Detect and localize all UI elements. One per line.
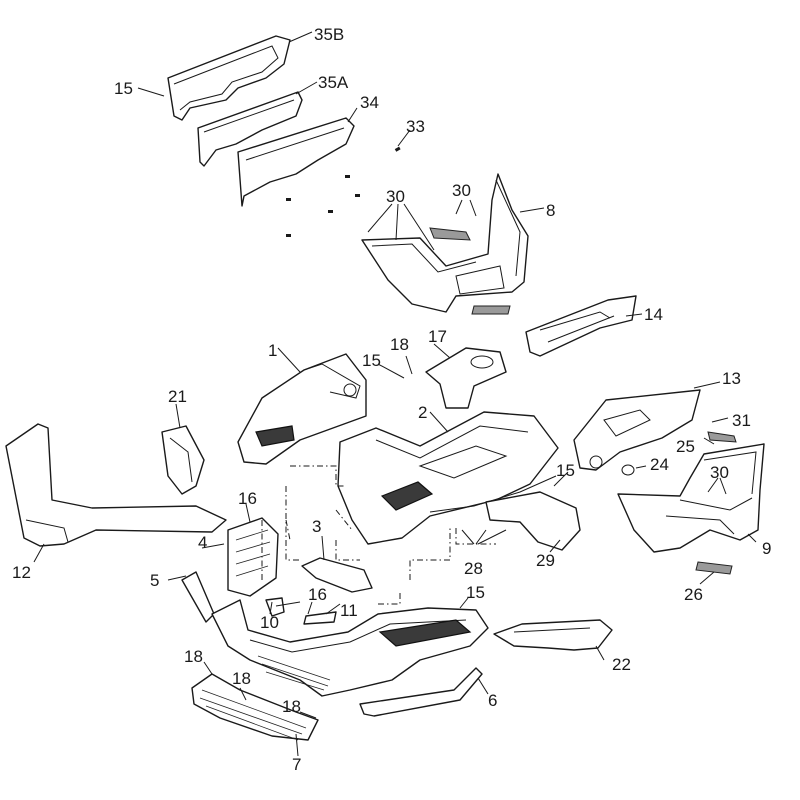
callout-30-mid: 30	[452, 181, 471, 200]
callout-21: 21	[168, 387, 187, 406]
part-13-rear-side-panel	[573, 389, 701, 471]
callout-10: 10	[260, 613, 279, 632]
callout-22: 22	[612, 655, 631, 674]
part-22-side-panel	[493, 619, 613, 651]
callout-30-right: 30	[710, 463, 729, 482]
callout-3: 3	[312, 517, 321, 536]
assembly-phantom-lines	[261, 465, 496, 605]
callout-labels: 35B 15 35A 34 33 30 30 8 14 18 17 15 1 2…	[12, 25, 771, 774]
part-24-o-ring	[621, 464, 635, 476]
callout-16-top: 16	[238, 489, 257, 508]
callout-28: 28	[464, 559, 483, 578]
callout-12: 12	[12, 563, 31, 582]
callout-11: 11	[340, 601, 358, 620]
part-1-front-upper-cover	[237, 353, 367, 465]
callout-6: 6	[488, 691, 497, 710]
part-17-cover	[425, 347, 507, 409]
part-5-strip	[181, 571, 215, 623]
callout-29: 29	[536, 551, 555, 570]
part-35a-gasket	[197, 91, 303, 167]
callout-13: 13	[722, 369, 741, 388]
part-6-guard	[359, 667, 483, 717]
part-11-bracket	[303, 611, 337, 625]
callout-1: 1	[268, 341, 277, 360]
callout-2: 2	[418, 403, 427, 422]
callout-18-bottom: 18	[282, 697, 301, 716]
part-2-main-body-cover	[337, 411, 581, 551]
part-3-plate	[301, 557, 373, 593]
callout-18-top: 18	[390, 335, 409, 354]
callout-26: 26	[684, 585, 703, 604]
callout-18-left: 18	[184, 647, 203, 666]
callout-34: 34	[360, 93, 379, 112]
callout-16-bottom: 16	[308, 585, 327, 604]
callout-31: 31	[732, 411, 751, 430]
callout-30-left: 30	[386, 187, 405, 206]
part-14-footrest-bracket	[525, 295, 637, 357]
part-12-seat	[5, 423, 227, 547]
callout-24: 24	[650, 455, 669, 474]
part-31-bracket	[707, 431, 737, 443]
part-8-fender	[361, 173, 529, 315]
callout-4: 4	[198, 533, 207, 552]
callout-35a: 35A	[318, 73, 349, 92]
part-34-side-panel	[237, 117, 355, 207]
callout-25: 25	[676, 437, 695, 456]
callout-17: 17	[428, 327, 447, 346]
callout-15-top: 15	[114, 79, 133, 98]
callout-15-mid: 15	[362, 351, 381, 370]
part-9-rear-fender	[617, 443, 765, 575]
callout-5: 5	[150, 571, 159, 590]
callout-7: 7	[292, 755, 301, 774]
callout-18-mid: 18	[232, 669, 251, 688]
part-21-deflector	[161, 425, 205, 495]
callout-15-bottom: 15	[466, 583, 485, 602]
part-4-grille-frame	[227, 517, 279, 597]
part-35b-side-cover	[167, 35, 291, 121]
callout-14: 14	[644, 305, 663, 324]
part-front-bumper	[211, 599, 489, 697]
screws-33	[286, 146, 401, 237]
callout-15-right: 15	[556, 461, 575, 480]
callout-8: 8	[546, 201, 555, 220]
leader-lines	[33, 31, 757, 757]
part-7-skid-grille	[191, 673, 319, 741]
callout-33: 33	[406, 117, 425, 136]
callout-9: 9	[762, 539, 771, 558]
callout-35b: 35B	[314, 25, 344, 44]
